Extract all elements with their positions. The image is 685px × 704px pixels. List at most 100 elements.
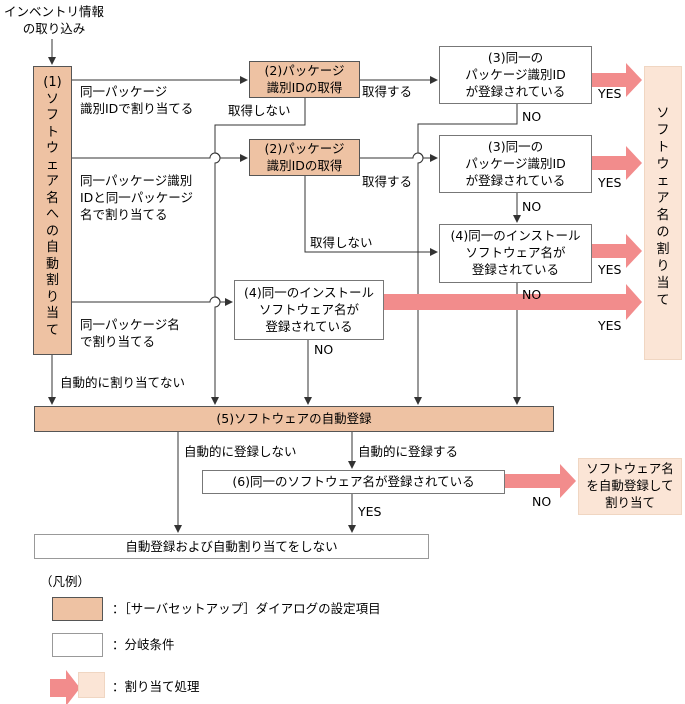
- same-pkg-id-check-2-line1: (3)同一の: [487, 139, 544, 154]
- same-install-name-check-box-left: (4)同一のインストール ソフトウェア名が 登録されている: [234, 280, 384, 340]
- auto-assign-char: (1): [43, 75, 62, 90]
- label-same-pkg-id-name-2: IDと同一パッケージ: [80, 190, 194, 205]
- auto-register-assign-line1: ソフトウェア名: [586, 461, 674, 476]
- same-software-name-check-box: (6)同一のソフトウェア名が登録されている: [202, 470, 505, 494]
- label-no-4: NO: [314, 342, 334, 357]
- assign-arrow-4: [384, 284, 642, 320]
- assign-char: て: [656, 293, 670, 308]
- legend-settings-label: ：［サーバセットアップ］ダイアログの設定項目: [112, 601, 381, 616]
- label-no-3: NO: [522, 287, 542, 302]
- arrow-box1-to-get-id-2: [72, 152, 248, 162]
- label-no-2: NO: [522, 199, 542, 214]
- label-same-pkg-id-2: 識別IDで割り当てる: [80, 101, 194, 116]
- label-yes-1: YES: [598, 86, 622, 101]
- same-pkg-id-check-1-line2: パッケージ識別ID: [465, 67, 566, 82]
- label-acquire-1: 取得する: [362, 84, 413, 99]
- assign-char: 当: [656, 276, 670, 291]
- label-yes-5: YES: [358, 504, 382, 519]
- same-software-name-label: (6)同一のソフトウェア名が登録されている: [232, 474, 475, 489]
- legend-settings-swatch: [52, 597, 103, 621]
- assign-char: 割: [656, 242, 670, 257]
- auto-assign-char: ア: [45, 174, 59, 189]
- legend-title: （凡例）: [40, 574, 91, 589]
- no-register-box: 自動登録および自動割り当てをしない: [34, 534, 429, 559]
- assign-arrow-5: [505, 464, 576, 498]
- same-pkg-id-check-2-line3: が登録されている: [465, 173, 566, 188]
- same-install-left-line3: 登録されている: [265, 319, 353, 334]
- auto-assign-char: 自: [45, 240, 59, 255]
- assign-char: 名: [656, 208, 670, 223]
- auto-assign-char: 名: [45, 190, 59, 206]
- no-register-label: 自動登録および自動割り当てをしない: [125, 539, 338, 554]
- same-pkg-id-check-2-line2: パッケージ識別ID: [465, 156, 566, 171]
- legend-assign-swatch: [78, 672, 105, 698]
- assign-char: ト: [656, 140, 670, 155]
- arrow-get-id-2-to-check-2: [360, 152, 438, 162]
- auto-register-assign-line3: 割り当て: [604, 495, 655, 510]
- software-name-assign-box: ソフトウェア名の割り当て: [644, 66, 682, 360]
- start-label-line1: インベントリ情報: [4, 4, 105, 19]
- software-name-assign-text: ソフトウェア名の割り当て: [645, 67, 681, 309]
- assign-arrow-3: [592, 234, 642, 268]
- label-no-auto-assign: 自動的に割り当てない: [60, 375, 186, 390]
- assign-char: ア: [656, 191, 670, 206]
- label-same-pkg-name-1: 同一パッケージ名: [80, 317, 180, 332]
- label-same-pkg-id-name-3: 名で割り当てる: [80, 207, 168, 222]
- same-install-right-line1: (4)同一のインストール: [450, 228, 581, 243]
- assign-char: の: [656, 225, 670, 240]
- auto-assign-char: ェ: [45, 157, 59, 173]
- same-pkg-id-check-1-line3: が登録されている: [465, 84, 566, 99]
- same-pkg-id-check-box-1: (3)同一の パッケージ識別ID が登録されている: [439, 46, 592, 104]
- assign-char: り: [656, 259, 670, 274]
- auto-assign-char: の: [45, 223, 59, 239]
- get-pkg-id-box-2-line1: (2)パッケージ: [264, 141, 345, 156]
- assign-char: ェ: [656, 174, 670, 189]
- label-yes-2: YES: [598, 175, 622, 190]
- label-no-1: NO: [522, 109, 542, 124]
- arrow-not-acquire-2: [304, 176, 438, 256]
- label-yes-4: YES: [598, 318, 622, 333]
- get-pkg-id-box-1-line2: 識別IDの取得: [266, 80, 343, 95]
- start-label-line2: の取り込み: [22, 21, 86, 36]
- auto-assign-char: ト: [45, 124, 59, 140]
- software-auto-register-label: (5)ソフトウェアの自動登録: [216, 411, 372, 426]
- software-auto-register-box: (5)ソフトウェアの自動登録: [34, 406, 554, 432]
- same-pkg-id-check-1-line1: (3)同一の: [487, 50, 544, 65]
- legend-assign-label: ：割り当て処理: [112, 679, 200, 694]
- auto-assign-char: て: [45, 322, 59, 338]
- label-yes-3: YES: [598, 262, 622, 277]
- auto-assign-char: 動: [45, 256, 59, 272]
- same-install-left-line1: (4)同一のインストール: [244, 285, 374, 300]
- assign-arrow-2: [592, 146, 642, 180]
- label-no-5: NO: [532, 494, 552, 509]
- same-install-name-check-box-right: (4)同一のインストール ソフトウェア名が 登録されている: [439, 224, 592, 283]
- legend-branch-swatch: [52, 633, 103, 657]
- label-auto-register: 自動的に登録する: [358, 444, 459, 459]
- assign-char: ウ: [656, 157, 670, 172]
- legend-branch-label: ：分岐条件: [112, 637, 175, 652]
- label-same-pkg-name-2: で割り当てる: [80, 334, 156, 349]
- auto-assign-box-text: (1)ソフトウェア名への自動割り当て: [34, 67, 71, 339]
- same-install-right-line3: 登録されている: [471, 262, 560, 277]
- label-same-pkg-id-name-1: 同一パッケージ識別: [80, 173, 193, 188]
- assign-char: フ: [656, 123, 670, 138]
- auto-assign-char: 当: [45, 306, 59, 321]
- auto-assign-box: (1)ソフトウェア名への自動割り当て: [33, 66, 72, 355]
- auto-assign-char: フ: [45, 108, 59, 123]
- label-no-auto-register: 自動的に登録しない: [184, 444, 297, 459]
- auto-register-assign-box: ソフトウェア名 を自動登録して 割り当て: [578, 458, 682, 515]
- legend-assign-arrow: [50, 670, 80, 704]
- auto-assign-char: ソ: [45, 91, 59, 107]
- same-install-right-line2: ソフトウェア名が: [465, 245, 566, 260]
- label-acquire-2: 取得する: [362, 174, 413, 189]
- auto-assign-char: り: [45, 289, 59, 305]
- get-pkg-id-box-2: (2)パッケージ 識別IDの取得: [249, 139, 360, 176]
- get-pkg-id-box-1: (2)パッケージ 識別IDの取得: [249, 61, 360, 98]
- label-not-acquire-2: 取得しない: [310, 235, 373, 250]
- arrow-box1-to-install-left: [72, 296, 233, 306]
- get-pkg-id-box-2-line2: 識別IDの取得: [266, 158, 343, 173]
- label-same-pkg-id-1: 同一パッケージ: [80, 84, 168, 99]
- auto-assign-char: ウ: [45, 141, 59, 156]
- auto-assign-char: へ: [45, 207, 59, 222]
